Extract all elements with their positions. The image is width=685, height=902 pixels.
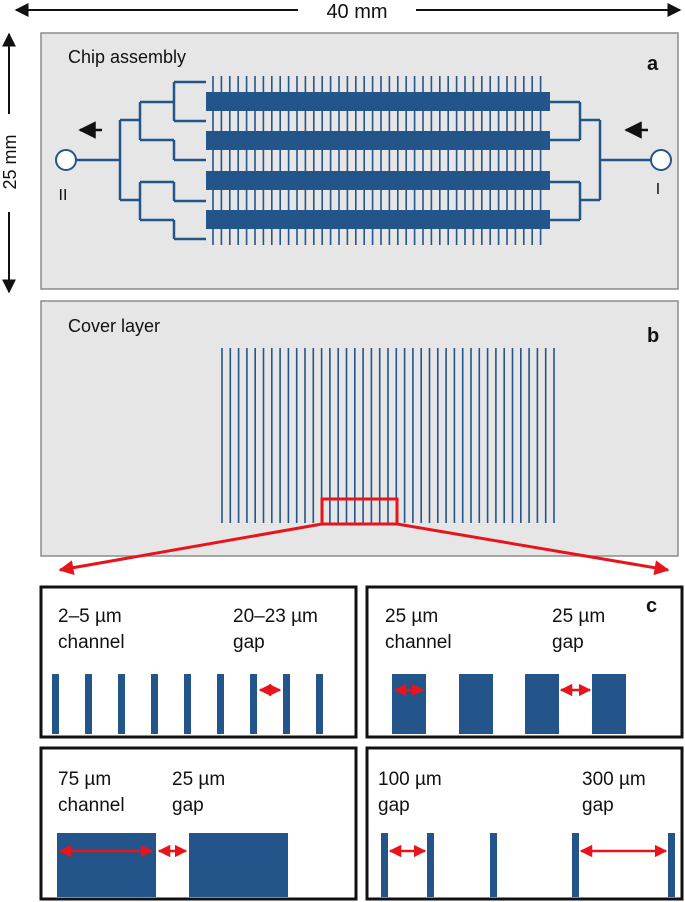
panel-channel-details: 2–5 µm channel 20–23 µm gap c 25 µm chan… (39, 585, 684, 901)
chamber-bars (206, 92, 550, 229)
box4-second-label: gap (582, 795, 614, 816)
panel-tag-b: b (647, 325, 659, 347)
chip-slide-a (40, 32, 679, 290)
box2-gap-label: gap (552, 632, 584, 653)
width-dimension: 40 mm (14, 1, 682, 23)
box3-channel-value: 75 µm (58, 769, 111, 790)
panel-tag-c: c (646, 595, 657, 617)
detail-box-1: 2–5 µm channel 20–23 µm gap (39, 585, 358, 739)
zoom-arrow-right-icon (396, 522, 670, 576)
inlet-label: I (656, 181, 660, 198)
box4-first-value: 100 µm (378, 769, 442, 790)
box1-gap-label: gap (233, 632, 265, 653)
box1-channel-label: channel (58, 632, 125, 653)
box2-channel-label: channel (385, 632, 452, 653)
height-label: 25 mm (0, 134, 20, 189)
box1-gap-value: 20–23 µm (233, 606, 318, 627)
cover-channel-lines-b (221, 348, 555, 523)
box3-gap-label: gap (172, 795, 204, 816)
chamber-bar (206, 210, 550, 229)
detail-box-4: 100 µm gap 300 µm gap (365, 746, 684, 901)
panel-tag-a: a (647, 53, 659, 75)
box3-gap-value: 25 µm (172, 769, 225, 790)
box1-channels (52, 674, 323, 734)
chip-assembly-title: Chip assembly (68, 47, 186, 67)
box2-channel-value: 25 µm (385, 606, 438, 627)
chamber-bar (206, 171, 550, 190)
box4-first-label: gap (378, 795, 410, 816)
zoom-highlight-box (320, 497, 399, 526)
box2-gap-value: 25 µm (552, 606, 605, 627)
panel-cover-layer: Cover layer b (40, 300, 679, 576)
detail-box-2: c 25 µm channel 25 µm gap (365, 585, 684, 739)
box4-second-value: 300 µm (582, 769, 646, 790)
outlet-port (55, 149, 77, 171)
box3-channels (57, 833, 288, 897)
zoom-arrow-left-icon (58, 522, 323, 576)
box1-channel-value: 2–5 µm (58, 606, 122, 627)
chamber-bar (206, 131, 550, 150)
panel-chip-assembly: Chip assembly a II I (40, 32, 679, 290)
distribution-tree (77, 80, 652, 241)
width-label: 40 mm (326, 1, 387, 23)
height-dimension: 25 mm (0, 32, 20, 294)
box3-channel-label: channel (58, 795, 125, 816)
chamber-bar (206, 92, 550, 111)
inlet-port (650, 149, 672, 171)
outlet-label: II (59, 187, 68, 204)
box4-channels (381, 833, 675, 897)
detail-box-3: 75 µm channel 25 µm gap (39, 746, 358, 901)
cover-layer-title: Cover layer (68, 316, 160, 336)
chip-slide-b (40, 300, 679, 557)
